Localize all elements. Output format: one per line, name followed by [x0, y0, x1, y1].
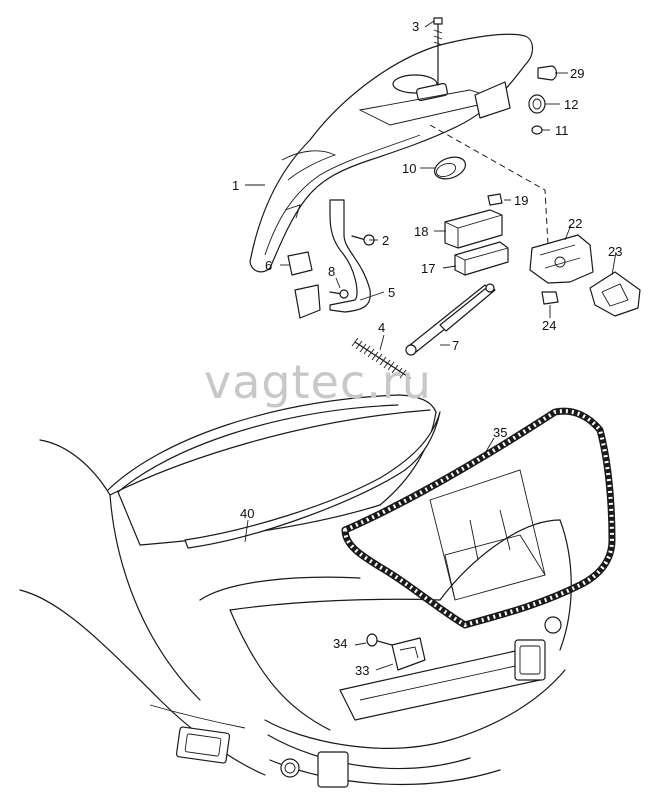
- car-body-outline: [19, 394, 572, 788]
- callout-7: 7: [452, 338, 459, 353]
- callout-18: 18: [414, 224, 428, 239]
- callout-10: 10: [402, 161, 416, 176]
- part-33-striker: [391, 637, 426, 671]
- part-40-trim-strip: [184, 411, 441, 549]
- callout-4: 4: [378, 320, 385, 335]
- leader-lines: [244, 20, 617, 671]
- callout-3: 3: [412, 19, 419, 34]
- watermark-text: vagtec.ru: [204, 355, 432, 409]
- callout-19: 19: [514, 193, 528, 208]
- callout-35: 35: [493, 425, 507, 440]
- callout-23: 23: [608, 244, 622, 259]
- part-24-bolt: [541, 291, 559, 305]
- callout-8: 8: [328, 264, 335, 279]
- callout-40: 40: [240, 506, 254, 521]
- callout-24: 24: [542, 318, 556, 333]
- part-10-cap: [433, 156, 467, 180]
- callout-22: 22: [568, 216, 582, 231]
- guide-line: [429, 124, 549, 246]
- part-19-nut: [487, 193, 503, 206]
- part-1-trunk-lid: [249, 33, 534, 273]
- part-35-trunk-seal: [341, 407, 616, 629]
- part-5-hinge: [294, 199, 371, 319]
- part-17-housing: [454, 241, 509, 276]
- callout-11: 11: [555, 123, 569, 138]
- part-23-striker-cover: [589, 271, 641, 317]
- callout-5: 5: [388, 285, 395, 300]
- callout-12: 12: [564, 97, 578, 112]
- callout-6: 6: [265, 258, 272, 273]
- callout-17: 17: [421, 261, 435, 276]
- part-4-spring: [351, 337, 411, 379]
- part-11-o-ring: [531, 125, 543, 135]
- callout-1: 1: [232, 178, 239, 193]
- part-6-bracket: [287, 251, 313, 276]
- part-7-gas-strut: [405, 283, 496, 356]
- callout-33: 33: [355, 663, 369, 678]
- part-34-bolt: [366, 633, 393, 647]
- part-12-grommet: [528, 94, 546, 114]
- callout-29: 29: [570, 66, 584, 81]
- part-29-buffer: [537, 65, 558, 81]
- part-18-switch: [444, 209, 503, 249]
- callout-2: 2: [382, 233, 389, 248]
- part-3-screw: [433, 17, 443, 86]
- part-8-bolt: [329, 289, 349, 299]
- part-22-lock: [529, 234, 594, 284]
- callout-labels: 1 2 3 4 5 6 7 8 10 11 12 17 18 19 22 23 …: [232, 19, 622, 678]
- callout-34: 34: [333, 636, 347, 651]
